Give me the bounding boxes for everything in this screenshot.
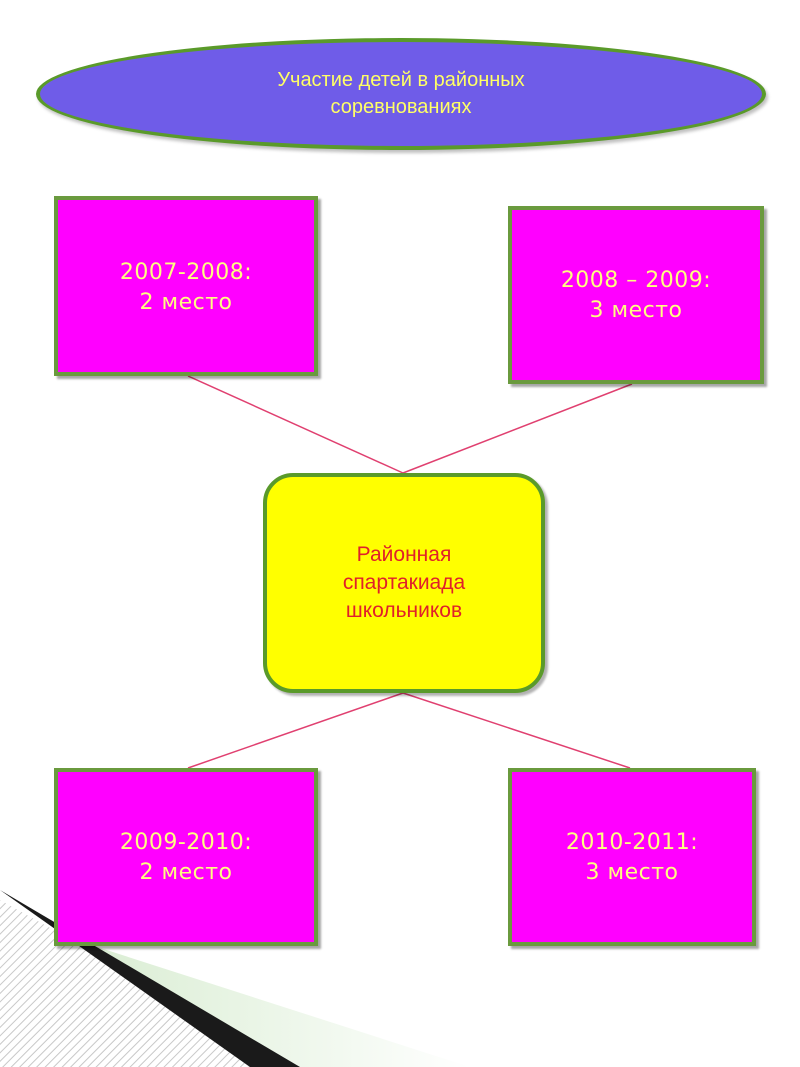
connector-top-right bbox=[402, 383, 633, 474]
result-box-2009-2010: 2009-2010: 2 место bbox=[54, 768, 318, 946]
result-box-2010-2011: 2010-2011: 3 место bbox=[508, 768, 756, 946]
connector-bottom-left bbox=[187, 692, 404, 769]
center-text: Районная спартакиада школьников bbox=[342, 543, 466, 622]
result-box-2007-2008: 2007-2008: 2 место bbox=[54, 196, 318, 376]
title-text: Участие детей в районных соревнованиях bbox=[277, 69, 525, 118]
result-box-2008-2009: 2008 – 2009: 3 место bbox=[508, 206, 764, 384]
result-label: 2008 – 2009: 3 место bbox=[560, 268, 712, 323]
result-label: 2010-2011: 3 место bbox=[565, 830, 699, 885]
green-wedge bbox=[60, 935, 470, 1067]
center-node: Районная спартакиада школьников bbox=[263, 473, 545, 693]
result-label: 2007-2008: 2 место bbox=[119, 260, 253, 315]
title-ellipse: Участие детей в районных соревнованиях bbox=[36, 38, 766, 150]
result-label: 2009-2010: 2 место bbox=[119, 830, 253, 885]
connector-top-left bbox=[187, 375, 404, 474]
connector-bottom-right bbox=[402, 692, 631, 769]
